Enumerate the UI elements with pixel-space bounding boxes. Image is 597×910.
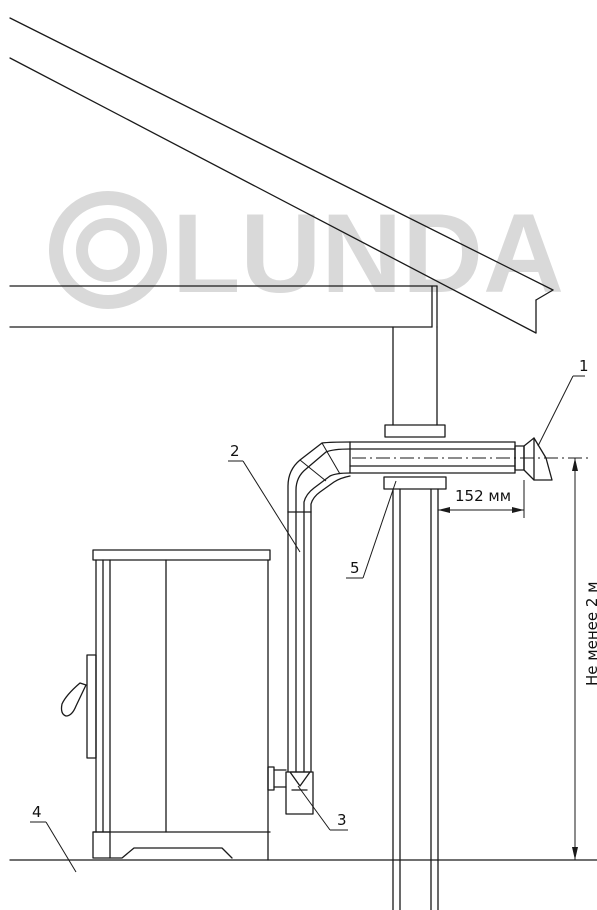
watermark: LUNDA: [49, 191, 564, 316]
ceiling-beam: [9, 285, 438, 328]
tee: [267, 766, 314, 815]
dimension-vertical-label: Не менее 2 м: [583, 582, 597, 686]
watermark-circle-inner: [76, 218, 140, 282]
callout-leaders: [30, 375, 585, 873]
dimension-horizontal-label: 152 мм: [455, 487, 511, 505]
vertical-pipe: [287, 511, 312, 773]
watermark-circle-outer: [49, 191, 167, 309]
roof: [9, 17, 554, 334]
callout-2: 2: [230, 442, 240, 460]
callout-4: 4: [32, 803, 42, 821]
callout-3: 3: [337, 811, 347, 829]
terminal-cap: [514, 437, 553, 481]
horizontal-pipe: [349, 441, 588, 474]
watermark-text: LUNDA: [172, 191, 564, 316]
dimension-horizontal: 152 мм: [437, 480, 525, 518]
callout-5: 5: [350, 559, 360, 577]
callout-1: 1: [579, 357, 589, 375]
dimension-vertical: Не менее 2 м: [572, 458, 597, 860]
wall-upper: [384, 326, 446, 438]
wall-lower: [383, 476, 447, 910]
elbow: [287, 441, 351, 513]
stove: [60, 549, 271, 861]
